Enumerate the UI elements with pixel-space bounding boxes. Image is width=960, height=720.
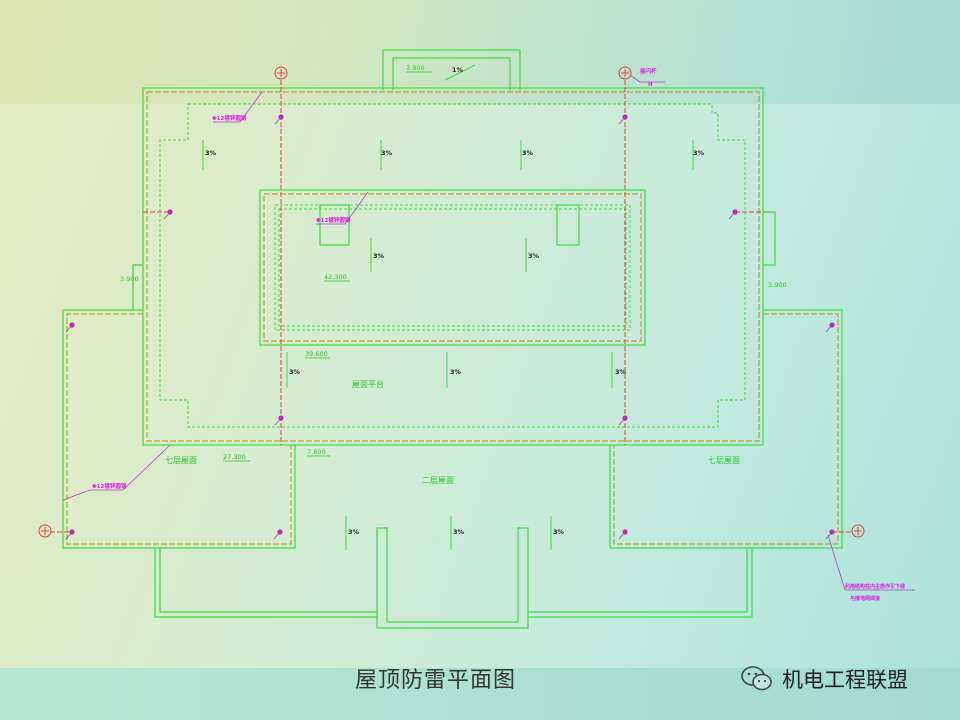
area-label: 屋面平台	[352, 379, 384, 389]
elevation-label: 7.800	[307, 448, 326, 456]
conductor-label: Φ12镀锌圆钢	[92, 482, 127, 490]
elevation-label: 3.900	[768, 281, 787, 289]
ground-terminal-icon	[851, 524, 865, 538]
slope-label: 3%	[205, 149, 217, 157]
leader-line	[316, 191, 369, 225]
background-top-band	[0, 0, 960, 104]
downconductor-point	[278, 415, 284, 421]
elevation-label: 3.900	[406, 64, 425, 72]
main-roof-outline	[142, 87, 764, 446]
downconductor-note: 与接地网焊接	[850, 595, 880, 602]
elevation-label: 39.600	[305, 350, 328, 358]
slope-label: 3%	[528, 252, 540, 260]
downconductor-point	[277, 529, 283, 535]
leader-line	[629, 74, 665, 83]
elevation-label: 42.300	[324, 273, 347, 281]
slope-label: 3%	[553, 528, 565, 536]
bottom-canopy	[154, 527, 753, 629]
slope-label: 3%	[693, 149, 705, 157]
slope-label: 1%	[452, 66, 464, 74]
slope-label: 3%	[522, 149, 534, 157]
air-terminal-icon	[618, 66, 632, 80]
slope-label: 3%	[615, 368, 627, 376]
roof-hatch-left	[319, 204, 350, 246]
downconductor-point	[278, 114, 284, 120]
slope-label: 3%	[289, 368, 301, 376]
slope-arrow	[444, 64, 476, 81]
watermark: 机电工程联盟	[740, 664, 908, 694]
conductor-label: Φ12镀锌圆钢	[212, 114, 247, 122]
elevation-label: 3.900	[120, 275, 139, 283]
downconductor-point	[829, 529, 835, 535]
downconductor-point	[829, 322, 835, 328]
leader-line	[827, 534, 915, 591]
downconductor-point	[69, 322, 75, 328]
air-terminal-icon	[274, 66, 288, 80]
roof-hatch-right	[556, 204, 580, 246]
leader-line	[213, 91, 263, 123]
downconductor-point	[167, 209, 173, 215]
gutter-outline	[159, 103, 746, 428]
background-bottom-band	[0, 668, 960, 720]
top-parapet-box	[382, 49, 521, 90]
area-label: 七层屋面	[708, 456, 740, 465]
air-terminal-note-sub: H	[648, 82, 653, 88]
leader-line	[62, 444, 171, 501]
slope-label: 3%	[453, 528, 465, 536]
downconductor-point	[732, 209, 738, 215]
downconductor-note: 利用结构柱内主筋作引下线	[844, 583, 905, 590]
downconductor-point	[622, 529, 628, 535]
slope-label: 3%	[381, 149, 393, 157]
left-wing-outline	[62, 309, 296, 549]
downconductor-point	[622, 114, 628, 120]
conductor-label: Φ12镀锌圆钢	[316, 216, 351, 224]
watermark-text: 机电工程联盟	[782, 668, 908, 692]
ground-terminal-icon	[38, 524, 52, 538]
drawing-title: 屋顶防雷平面图	[355, 668, 517, 693]
wechat-icon	[740, 665, 774, 693]
area-label: 二层屋面	[422, 476, 454, 485]
slope-label: 3%	[450, 368, 462, 376]
downconductor-point	[622, 415, 628, 421]
slope-label: 3%	[373, 252, 385, 260]
air-terminal-note: 接闪杆	[640, 67, 657, 75]
right-wing-outline	[609, 309, 843, 549]
inner-court-outline	[259, 189, 646, 346]
area-label: 七层屋面	[165, 456, 197, 465]
downconductor-point	[69, 529, 75, 535]
elevation-label: 27.300	[223, 453, 246, 461]
slope-label: 3%	[348, 528, 360, 536]
